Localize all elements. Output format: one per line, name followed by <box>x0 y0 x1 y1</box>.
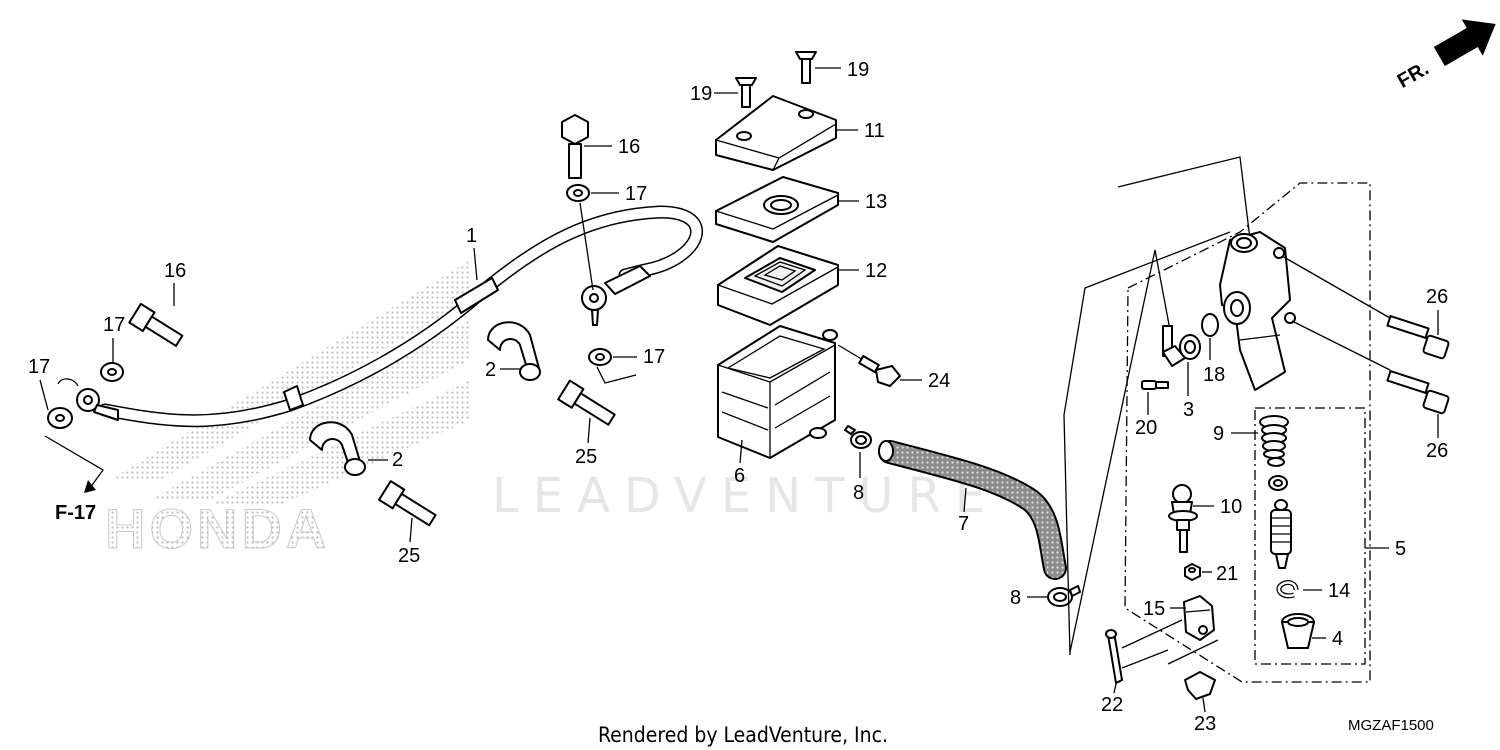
reservoir-body-6 <box>717 325 838 459</box>
callout-13: 13 <box>865 191 887 213</box>
callout-8-lower: 8 <box>1010 587 1021 609</box>
reservoir-cap-11 <box>715 95 837 171</box>
callout-16-left: 16 <box>164 260 186 282</box>
hose-clip-8-upper <box>844 425 872 449</box>
callout-10: 10 <box>1220 496 1242 518</box>
callout-2-upper: 2 <box>485 359 496 381</box>
diaphragm-plate-13 <box>715 176 839 243</box>
screw-19-left <box>735 77 757 108</box>
callout-25-lower: 25 <box>398 545 420 567</box>
o-ring-18 <box>1201 313 1219 337</box>
callout-18: 18 <box>1203 364 1225 386</box>
leadventure-watermark: LEADVENTURE <box>492 468 999 524</box>
circlip-14 <box>1276 580 1299 599</box>
callout-7: 7 <box>958 513 969 535</box>
callout-17-d: 17 <box>643 346 665 368</box>
callout-19-right: 19 <box>847 59 869 81</box>
bolt-24 <box>837 344 901 387</box>
boot-4 <box>1281 613 1315 649</box>
reference-f17: F-17 <box>55 502 96 524</box>
callout-6: 6 <box>734 465 745 487</box>
clip-23 <box>1167 639 1219 700</box>
spring-9 <box>1259 415 1289 467</box>
hose-joint-3 <box>1162 325 1201 367</box>
callout-16-top: 16 <box>618 136 640 158</box>
callout-8-upper: 8 <box>853 482 864 504</box>
callout-14: 14 <box>1328 580 1350 602</box>
hose-clip-8-lower <box>1047 585 1081 607</box>
callout-15: 15 <box>1143 598 1165 620</box>
bolt-26-lower <box>1291 320 1450 415</box>
callout-25-upper: 25 <box>575 446 597 468</box>
screw-19-right <box>795 51 817 84</box>
callout-17-c: 17 <box>625 183 647 205</box>
nut-21 <box>1184 563 1201 581</box>
honda-logo-text: HONDA <box>105 497 330 560</box>
bolt-26-upper <box>1281 255 1450 360</box>
diagram-code: MGZAF1500 <box>1348 717 1434 734</box>
reservoir-hose-7 <box>878 440 1067 580</box>
push-rod-10 <box>1168 484 1198 553</box>
callout-26-lower: 26 <box>1426 440 1448 462</box>
callout-26-upper: 26 <box>1426 286 1448 308</box>
callout-3: 3 <box>1183 399 1194 421</box>
callout-19-left: 19 <box>690 83 712 105</box>
bolt-16-top <box>561 114 589 179</box>
assembly-boundary-dashed <box>1124 182 1371 683</box>
bolt-16-left <box>128 302 184 347</box>
piston <box>1270 499 1292 569</box>
callout-5: 5 <box>1395 538 1406 560</box>
callout-2-lower: 2 <box>392 449 403 471</box>
front-direction-label: FR. <box>1394 57 1433 92</box>
bolt-25-lower <box>378 480 437 527</box>
clevis-joint-15 <box>1183 595 1215 641</box>
brake-hose <box>57 205 703 428</box>
diaphragm-12 <box>717 245 839 326</box>
front-direction-arrow: FR. <box>1394 19 1496 93</box>
callout-24: 24 <box>928 370 950 392</box>
callout-20: 20 <box>1135 417 1157 439</box>
footer-rendered-by: Rendered by LeadVenture, Inc. <box>598 723 888 747</box>
callout-17-b: 17 <box>28 356 50 378</box>
clamp-2-upper <box>487 321 541 381</box>
screw-20 <box>1141 380 1169 390</box>
callout-22: 22 <box>1101 694 1123 716</box>
callout-23: 23 <box>1194 713 1216 735</box>
callout-12: 12 <box>865 260 887 282</box>
callout-21: 21 <box>1216 563 1238 585</box>
callout-9: 9 <box>1213 423 1224 445</box>
callout-4: 4 <box>1332 628 1343 650</box>
master-cylinder-body <box>1219 231 1296 391</box>
cotter-pin-22 <box>1105 629 1123 684</box>
callout-1: 1 <box>466 225 477 247</box>
callout-11: 11 <box>864 120 885 142</box>
callout-17-a: 17 <box>103 314 125 336</box>
clamp-2-lower <box>309 421 366 476</box>
bolt-25-upper <box>557 379 616 426</box>
piston-kit-boundary-dashed <box>1254 407 1366 665</box>
